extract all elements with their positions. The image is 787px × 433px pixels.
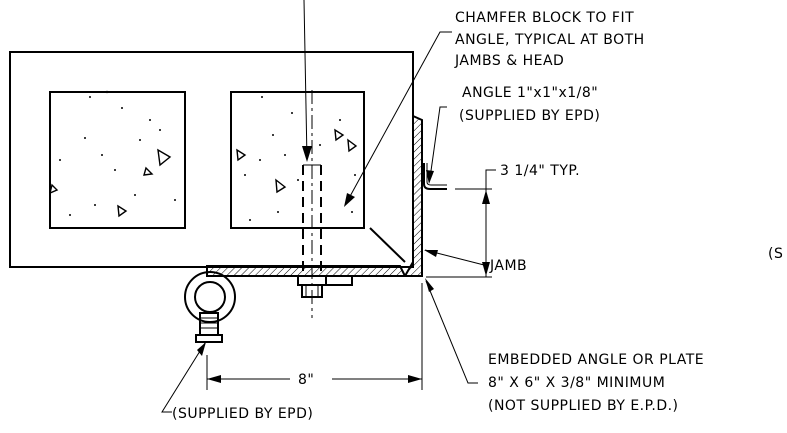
angle-leader — [426, 106, 447, 184]
block-core-left — [48, 90, 186, 229]
chamfer-note-line2: ANGLE, TYPICAL AT BOTH — [455, 32, 645, 48]
angle-section — [403, 114, 423, 277]
concrete-block — [9, 51, 414, 268]
cut-off-label: (S — [768, 246, 783, 262]
embedded-leader — [425, 278, 478, 384]
chamfer-leader — [344, 31, 452, 207]
eye-bolt — [184, 271, 236, 343]
jamb-leader — [424, 249, 489, 267]
top-leader-arrow — [302, 0, 312, 162]
bottom-supplied-label: (SUPPLIED BY EPD) — [172, 406, 313, 422]
width-dimension-label: 8" — [298, 372, 314, 388]
embedded-note-line2: 8" X 6" X 3/8" MINIMUM — [488, 375, 665, 391]
chamfer-note-line1: CHAMFER BLOCK TO FIT — [455, 10, 634, 26]
chamfer-line — [369, 227, 406, 263]
dimension-8in — [206, 283, 423, 390]
bottom-supplied-leader — [161, 342, 206, 413]
jamb-label: JAMB — [489, 258, 527, 274]
clip-angle — [423, 163, 447, 190]
angle-note-line2: (SUPPLIED BY EPD) — [459, 108, 600, 124]
embedded-note-line1: EMBEDDED ANGLE OR PLATE — [488, 352, 704, 368]
dimension-typ — [426, 169, 496, 278]
plate-tail — [325, 275, 353, 286]
chamfer-note-line3: JAMBS & HEAD — [454, 53, 564, 69]
typ-dimension-label: 3 1/4" TYP. — [500, 163, 580, 179]
block-core-right — [230, 91, 365, 229]
embedded-plate — [206, 265, 407, 277]
embedded-anchor — [302, 90, 322, 318]
embedded-note-line3: (NOT SUPPLIED BY E.P.D.) — [488, 398, 679, 414]
angle-note-line1: ANGLE 1"x1"x1/8" — [462, 85, 598, 101]
